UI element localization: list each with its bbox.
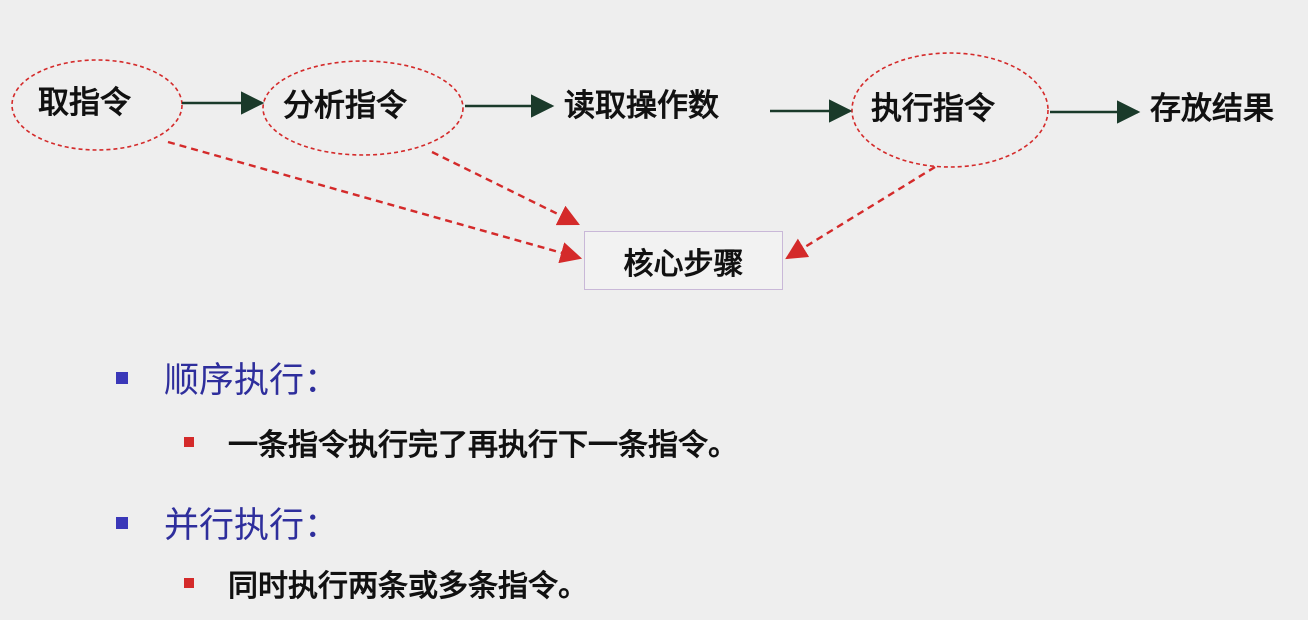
bullet-square-icon <box>116 516 128 529</box>
bullet-sequential: 顺序执行： <box>116 352 339 403</box>
sub-bullet-sequential: 一条指令执行完了再执行下一条指令。 <box>184 420 738 464</box>
sub-bullet-parallel-text: 同时执行两条或多条指令。 <box>228 569 588 604</box>
step-store-label: 存放结果 <box>1150 91 1274 127</box>
core-steps-label: 核心步骤 <box>623 246 744 282</box>
step-analyze-label: 分析指令 <box>283 88 407 124</box>
dashed-arrow-execute-to-core <box>785 165 936 260</box>
step-fetch-label: 取指令 <box>38 85 131 121</box>
bullet-parallel: 并行执行： <box>116 497 339 548</box>
step-execute-label: 执行指令 <box>871 91 995 127</box>
bullet-parallel-text: 并行执行： <box>164 506 340 546</box>
dashed-arrow-analyze-to-core <box>431 150 580 226</box>
bullet-sequential-text: 顺序执行： <box>164 361 340 401</box>
dashed-arrow-fetch-to-core <box>167 140 583 264</box>
step-read-label: 读取操作数 <box>564 88 719 124</box>
bullet-square-icon <box>184 578 194 588</box>
core-steps-box: 核心步骤 <box>584 231 783 290</box>
bullet-square-icon <box>116 371 128 384</box>
sub-bullet-parallel: 同时执行两条或多条指令。 <box>184 561 588 605</box>
highlight-ellipse-fetch <box>11 59 183 151</box>
sub-bullet-sequential-text: 一条指令执行完了再执行下一条指令。 <box>228 428 738 463</box>
bullet-square-icon <box>184 437 194 447</box>
